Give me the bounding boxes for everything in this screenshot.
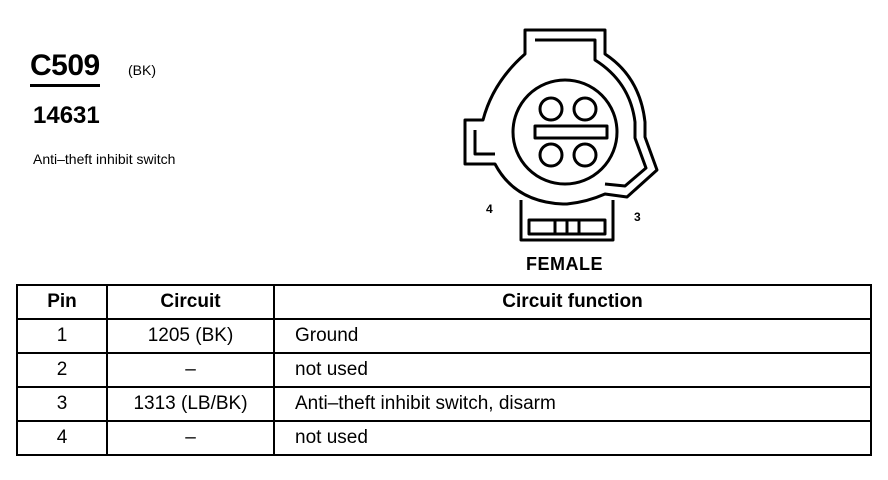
- connector-housing-outline: [463, 28, 659, 206]
- connector-gender: FEMALE: [526, 254, 603, 274]
- pin-cavity-1: [538, 96, 564, 122]
- connector-color: (BK): [128, 62, 156, 78]
- connector-description: Anti–theft inhibit switch: [33, 151, 176, 167]
- cell-circuit: –: [106, 420, 275, 456]
- header-circuit: Circuit: [106, 284, 275, 320]
- table-row: 2 – not used: [16, 352, 872, 388]
- table-header-row: Pin Circuit Circuit function: [16, 284, 872, 320]
- pin-label-4: 4: [486, 202, 493, 216]
- cell-pin: 1: [16, 318, 108, 354]
- connector-id: C509: [30, 50, 100, 87]
- connector-header: C509 (BK) 14631 Anti–theft inhibit switc…: [30, 50, 175, 167]
- center-key-bar: [533, 124, 609, 140]
- cell-circuit: 1313 (LB/BK): [106, 386, 275, 422]
- connector-face: [511, 78, 619, 186]
- cell-circuit-function: Anti–theft inhibit switch, disarm: [273, 386, 872, 422]
- cell-circuit: –: [106, 352, 275, 388]
- latch: [519, 200, 615, 242]
- pinout-table: Pin Circuit Circuit function 1 1205 (BK)…: [16, 284, 872, 456]
- cell-circuit: 1205 (BK): [106, 318, 275, 354]
- cell-circuit-function: not used: [273, 420, 872, 456]
- cell-pin: 3: [16, 386, 108, 422]
- cell-circuit-function: Ground: [273, 318, 872, 354]
- connector-face-diagram: [463, 28, 659, 242]
- part-number: 14631: [33, 102, 100, 129]
- cell-pin: 2: [16, 352, 108, 388]
- header-circuit-function: Circuit function: [273, 284, 872, 320]
- pin-cavity-2: [572, 96, 598, 122]
- cell-pin: 4: [16, 420, 108, 456]
- pin-cavity-3: [572, 142, 598, 168]
- header-pin: Pin: [16, 284, 108, 320]
- pin-cavity-4: [538, 142, 564, 168]
- table-row: 4 – not used: [16, 420, 872, 456]
- pin-label-3: 3: [634, 210, 641, 224]
- table-row: 3 1313 (LB/BK) Anti–theft inhibit switch…: [16, 386, 872, 422]
- cell-circuit-function: not used: [273, 352, 872, 388]
- table-row: 1 1205 (BK) Ground: [16, 318, 872, 354]
